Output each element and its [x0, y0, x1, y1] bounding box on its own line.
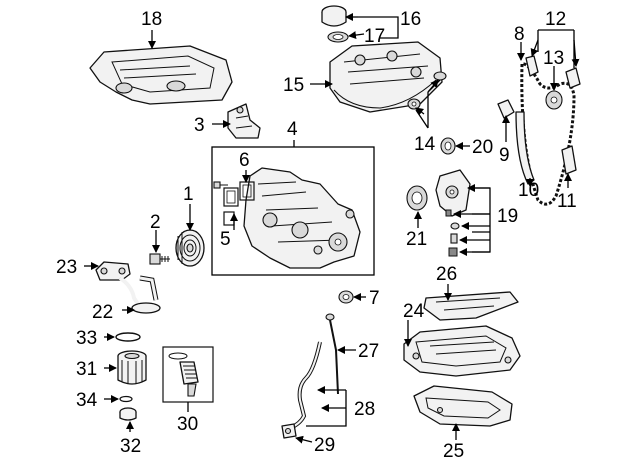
upper-oil-pan-part: [403, 325, 521, 377]
crankshaft-pulley-part: [175, 229, 205, 267]
callout-27: 27: [358, 341, 379, 362]
leader-lines: [84, 13, 580, 444]
callout-30: 30: [177, 414, 198, 435]
callout-33: 33: [76, 328, 97, 349]
timing-cover-group-box: [211, 146, 375, 276]
callout-8: 8: [514, 24, 525, 45]
oil-pump-housing-part: [435, 169, 471, 257]
oil-filter-part: [162, 346, 214, 403]
callout-6: 6: [239, 150, 250, 171]
cam-seal-part: [440, 137, 456, 155]
callout-26: 26: [436, 264, 457, 285]
callout-34: 34: [76, 390, 98, 411]
o-ring-part: [115, 332, 141, 342]
dipstick-tube-part: [281, 341, 322, 439]
engine-cover-part: [89, 45, 233, 105]
callout-22: 22: [92, 302, 113, 323]
seal-7-part: [338, 290, 354, 304]
callout-15: 15: [283, 75, 304, 96]
callout-17: 17: [364, 26, 385, 47]
bracket-part: [227, 103, 261, 139]
callout-5: 5: [220, 229, 231, 250]
callout-16: 16: [400, 9, 421, 30]
callout-14: 14: [414, 134, 436, 155]
callout-32: 32: [120, 436, 141, 457]
callout-19: 19: [497, 206, 518, 227]
callout-7: 7: [369, 288, 380, 309]
callout-13: 13: [543, 48, 564, 69]
callout-31: 31: [76, 359, 97, 380]
callout-25: 25: [443, 441, 464, 462]
crankshaft-seal-part: [406, 185, 428, 211]
callout-21: 21: [406, 229, 427, 250]
callout-23: 23: [56, 257, 77, 278]
callout-1: 1: [183, 184, 194, 205]
oil-pickup-tube-part: [95, 261, 161, 314]
callout-11: 11: [557, 191, 577, 212]
callout-3: 3: [194, 115, 205, 136]
oil-pan-baffle-part: [423, 291, 519, 321]
callout-2: 2: [150, 212, 161, 233]
valve-cover-part: [329, 41, 443, 113]
pulley-bolt-part: [149, 253, 170, 265]
timing-cover-part: [243, 167, 361, 269]
callout-9: 9: [499, 145, 510, 166]
oil-filter-housing-part: [117, 350, 147, 385]
dipstick-part: [325, 313, 339, 395]
callout-29: 29: [314, 435, 335, 456]
drain-plug-part: [119, 395, 137, 421]
valve-cover-seals-part: [407, 71, 447, 110]
callout-labels: 1 2 3 4 5 6 7 8 9 10 11 12 13 14 15 16 1…: [56, 9, 577, 462]
callout-10: 10: [518, 180, 539, 201]
oil-filler-cap-part: [321, 5, 349, 43]
callout-24: 24: [403, 301, 425, 322]
callout-28: 28: [354, 399, 375, 420]
lower-oil-pan-part: [413, 385, 513, 427]
callout-20: 20: [472, 137, 493, 158]
cover-bolt-part: [213, 181, 228, 189]
callout-12: 12: [545, 9, 566, 30]
callout-4: 4: [287, 119, 298, 140]
callout-18: 18: [141, 9, 162, 30]
